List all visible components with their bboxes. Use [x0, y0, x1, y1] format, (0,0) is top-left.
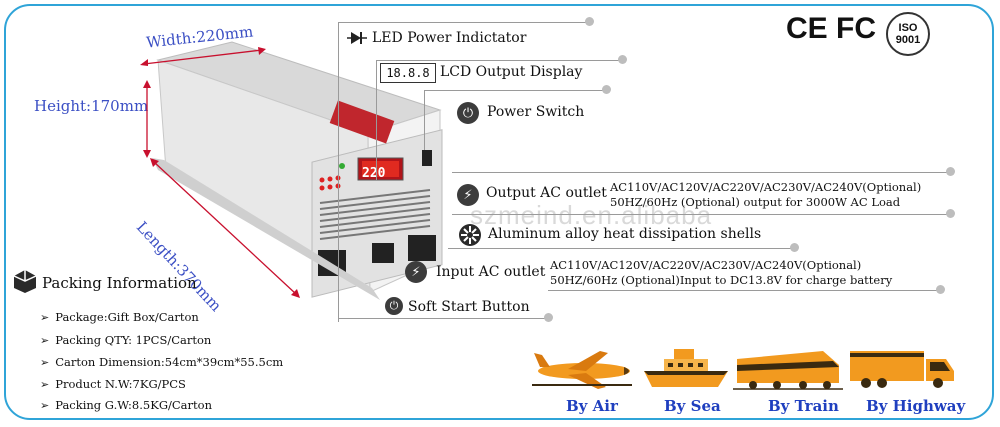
input-spec-frequency: 50HZ/60Hz (Optional)Input to DC13.8V for… — [550, 273, 893, 287]
package-icon — [13, 270, 37, 293]
arrow-icon: ➢ — [40, 334, 50, 347]
iso-seal-number: 9001 — [895, 34, 921, 46]
callout-dot-output-bottom — [946, 209, 955, 218]
arrow-icon: ➢ — [40, 399, 50, 412]
packing-item-text: Product N.W:7KG/PCS — [55, 377, 186, 391]
arrow-icon: ➢ — [40, 378, 50, 391]
packing-item: ➢ Product N.W:7KG/PCS — [40, 377, 186, 391]
output-bolt-icon: ⚡ — [457, 184, 479, 206]
packing-item: ➢ Package:Gift Box/Carton — [40, 310, 199, 324]
callout-dot-input — [790, 243, 799, 252]
by-train-label: By Train — [768, 397, 839, 415]
arrow-icon: ➢ — [40, 356, 50, 369]
callout-dot-output — [946, 167, 955, 176]
height-arrow — [143, 80, 151, 158]
ship-icon — [644, 349, 728, 387]
width-arrow — [140, 47, 266, 66]
airplane-icon — [532, 351, 632, 389]
callout-dot-lcd — [618, 55, 627, 64]
packing-item-text: Carton Dimension:54cm*39cm*55.5cm — [55, 355, 284, 369]
power-label: Power Switch — [487, 104, 585, 120]
iso-seal-top: ISO — [898, 22, 918, 34]
by-sea-label: By Sea — [664, 397, 721, 415]
iso-seal: ISO 9001 — [886, 12, 930, 56]
output-spec-voltage: AC110V/AC120V/AC220V/AC230V/AC240V(Optio… — [610, 180, 922, 194]
callout-dot-power — [602, 85, 611, 94]
length-arrow — [150, 158, 300, 298]
callout-line-power — [424, 90, 604, 91]
callout-line-input-bottom — [548, 290, 940, 291]
output-spec-frequency: 50HZ/60Hz (Optional) output for 3000W AC… — [610, 195, 901, 209]
callout-line-output-bottom — [452, 214, 950, 215]
packing-item: ➢ Carton Dimension:54cm*39cm*55.5cm — [40, 355, 283, 369]
packing-item: ➢ Packing QTY: 1PCS/Carton — [40, 333, 211, 347]
power-icon: ⏻ — [457, 102, 479, 124]
soft-start-label: Soft Start Button — [408, 299, 530, 315]
callout-line-soft — [338, 318, 548, 319]
inverter-product-image — [152, 41, 443, 300]
callout-line-output — [452, 172, 950, 173]
by-air-label: By Air — [566, 397, 618, 415]
watermark-text: szmeind.en.alibaba — [470, 200, 713, 230]
callout-line-led — [338, 22, 588, 23]
callout-line-lcd-v — [376, 60, 377, 180]
device-display-value: 220 — [362, 166, 386, 181]
packing-title: Packing Information — [42, 274, 197, 292]
by-highway-label: By Highway — [866, 397, 966, 415]
callout-line-main — [338, 22, 339, 322]
shell-label: Aluminum alloy heat dissipation shells — [488, 226, 762, 242]
led-icon — [347, 32, 367, 44]
packing-item: ➢ Packing G.W:8.5KG/Carton — [40, 398, 212, 412]
train-icon — [733, 351, 843, 390]
packing-item-text: Package:Gift Box/Carton — [55, 310, 199, 324]
ce-mark: CE — [786, 12, 828, 45]
soft-start-icon: ⏻ — [385, 297, 403, 315]
input-bolt-icon: ⚡ — [405, 261, 427, 283]
led-label: LED Power Indictator — [372, 30, 527, 46]
callout-dot-led — [585, 17, 594, 26]
callout-dot-soft — [544, 313, 553, 322]
lcd-icon: 18.8.8 — [380, 63, 436, 83]
input-label: Input AC outlet — [436, 264, 546, 280]
output-label: Output AC outlet — [486, 185, 607, 201]
packing-item-text: Packing G.W:8.5KG/Carton — [55, 398, 212, 412]
callout-line-lcd — [376, 60, 621, 61]
fc-mark: FC — [836, 12, 876, 45]
input-spec-voltage: AC110V/AC120V/AC220V/AC230V/AC240V(Optio… — [550, 258, 862, 272]
truck-icon — [850, 351, 954, 388]
height-label: Height:170mm — [34, 97, 149, 115]
lcd-label: LCD Output Display — [440, 64, 583, 80]
packing-item-text: Packing QTY: 1PCS/Carton — [55, 333, 212, 347]
arrow-icon: ➢ — [40, 311, 50, 324]
callout-line-power-v — [424, 90, 425, 150]
callout-line-input — [448, 248, 793, 249]
heat-sink-icon — [459, 224, 481, 246]
callout-dot-input-bottom — [936, 285, 945, 294]
